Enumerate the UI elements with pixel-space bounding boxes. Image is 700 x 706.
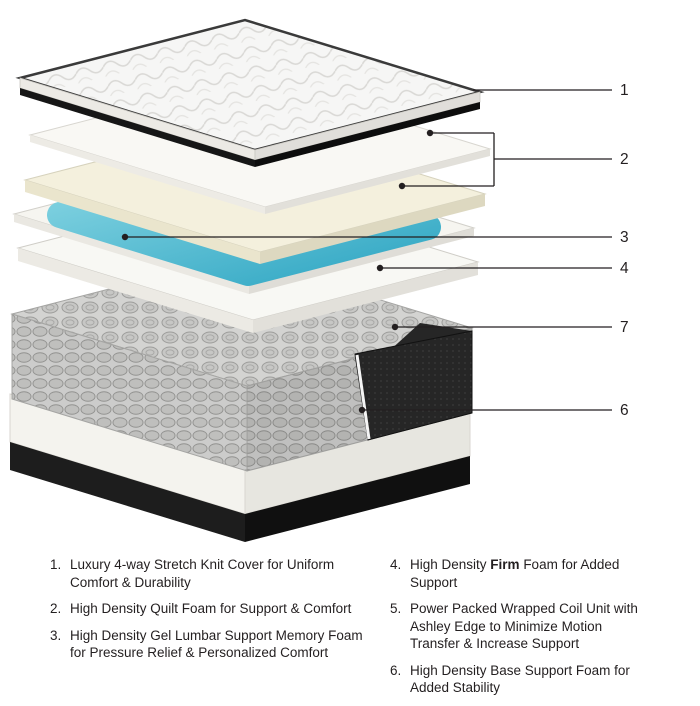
legend-text-pre: Power Packed Wrapped Coil Unit with Ashl…: [410, 601, 638, 652]
callout-number-1: 1: [620, 82, 629, 99]
gel-slab-right-face: [249, 228, 474, 294]
knit-cover-binding-left: [20, 88, 255, 167]
gel-slab-left-face: [14, 214, 249, 294]
legend-item-6-number: 6.: [390, 662, 402, 678]
legend-item-4-number: 4.: [390, 557, 402, 572]
callout-dot-4: [376, 264, 384, 272]
callout-number-2: 2: [620, 151, 629, 168]
legend-item-4: 4. High Density Firm Foam for Added Supp…: [390, 556, 648, 591]
callout-dot-7: [391, 323, 399, 331]
legend-text-pre: High Density: [410, 557, 491, 572]
legend-item-5: 5. Power Packed Wrapped Coil Unit with A…: [390, 600, 648, 653]
callout-numbers: 1 2 3 4 7 6: [620, 82, 629, 419]
legend-column-right: 4. High Density Firm Foam for Added Supp…: [390, 556, 648, 706]
callout-number-7: 7: [620, 319, 629, 336]
quilt-foam-upper-right-face: [265, 149, 490, 214]
legend-text-pre: High Density Base Support Foam for Added…: [410, 662, 630, 696]
callout-dot-3: [121, 233, 129, 241]
legend-text-post: Foam for Added Support: [410, 557, 620, 590]
quilt-foam-upper-left-face: [30, 135, 265, 214]
legend-item-2-number: 2.: [50, 601, 62, 617]
coil-unit-layer: [10, 255, 474, 472]
callout-number-4: 4: [620, 260, 629, 277]
firm-foam-left-face: [18, 248, 253, 333]
legend-text-pre: High Density Quilt Foam for Support & Co…: [70, 601, 352, 617]
legend-item-3: 3. High Density Gel Lumbar Support Memor…: [50, 627, 372, 662]
mattress-exploded-diagram: 1 2 3 4 7 6: [9, 18, 629, 542]
bottom-binding-right: [245, 456, 470, 542]
knit-cover-binding-right: [255, 102, 480, 167]
callout-number-3: 3: [620, 229, 629, 246]
diagram-area: 1 2 3 4 7 6: [9, 18, 629, 542]
callout-number-6: 6: [620, 402, 629, 419]
callout-lines: [125, 89, 612, 411]
legend-item-5-number: 5.: [390, 601, 402, 617]
knit-cover-layer: [15, 18, 485, 167]
legend-item-6: 6. High Density Base Support Foam for Ad…: [390, 662, 648, 697]
callout-dot-6: [358, 406, 366, 414]
legend-text-bold: Firm: [490, 557, 520, 572]
bottom-binding-left: [10, 442, 245, 542]
edge-wrap-trim: [355, 354, 371, 440]
legend: 1. Luxury 4-way Stretch Knit Cover for U…: [0, 548, 700, 706]
legend-item-3-number: 3.: [50, 627, 62, 643]
legend-item-4-text: High Density Firm Foam for Added Support: [410, 556, 648, 591]
callout-dots: [121, 129, 434, 414]
legend-text-pre: High Density Gel Lumbar Support Memory F…: [70, 627, 363, 661]
legend-item-1: 1. Luxury 4-way Stretch Knit Cover for U…: [50, 556, 372, 591]
legend-item-1-text: Luxury 4-way Stretch Knit Cover for Unif…: [70, 556, 372, 591]
legend-item-6-text: High Density Base Support Foam for Added…: [410, 662, 648, 697]
legend-item-1-number: 1.: [50, 557, 62, 572]
legend-column-left: 1. Luxury 4-way Stretch Knit Cover for U…: [50, 556, 372, 706]
callout-dot-2a: [426, 129, 434, 137]
legend-item-5-text: Power Packed Wrapped Coil Unit with Ashl…: [410, 600, 648, 653]
legend-item-2-text: High Density Quilt Foam for Support & Co…: [70, 600, 351, 618]
legend-item-3-text: High Density Gel Lumbar Support Memory F…: [70, 627, 372, 662]
firm-foam-right-face: [253, 262, 478, 333]
legend-text-pre: Luxury 4-way Stretch Knit Cover for Unif…: [70, 557, 335, 590]
quilt-foam-lower-right-face: [260, 194, 485, 264]
callout-dot-2b: [398, 182, 406, 190]
legend-item-2: 2. High Density Quilt Foam for Support &…: [50, 600, 372, 618]
quilt-foam-lower-left-face: [25, 180, 260, 264]
